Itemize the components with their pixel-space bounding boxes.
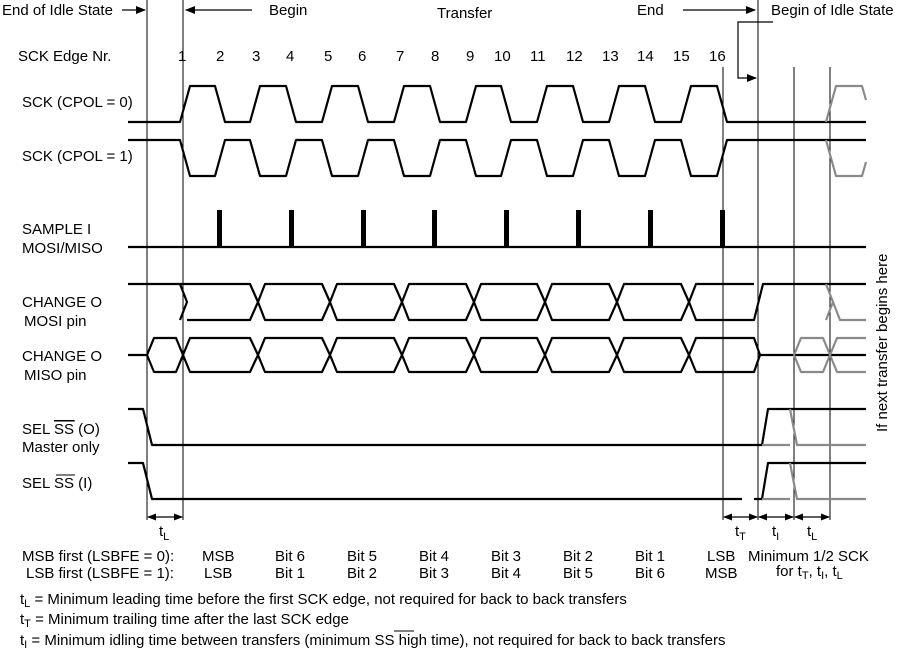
sck-cpol0-waveform — [128, 84, 866, 124]
svg-text:Bit 5: Bit 5 — [563, 565, 593, 582]
svg-text:15: 15 — [673, 48, 690, 65]
svg-text:LSB first (LSBFE = 1):: LSB first (LSBFE = 1): — [26, 565, 174, 582]
svg-text:tL: tL — [807, 523, 817, 543]
svg-text:MSB: MSB — [705, 565, 738, 582]
svg-text:tT: tT — [735, 523, 746, 543]
svg-text:9: 9 — [466, 48, 474, 65]
edge-numbers: 1 2 3 4 5 6 7 8 9 10 11 12 13 14 15 16 — [178, 48, 726, 65]
next-transfer-note: If next transfer begins here — [874, 254, 891, 432]
timing-tI: tI — [758, 513, 794, 543]
svg-text:12: 12 — [566, 48, 583, 65]
svg-text:2: 2 — [216, 48, 224, 65]
begin-idle-label: Begin of Idle State — [771, 2, 894, 19]
end-idle-label: End of Idle State — [2, 2, 113, 19]
mosi-next — [824, 283, 866, 322]
edge-row-label: SCK Edge Nr. — [18, 48, 111, 65]
sck-cpol1-next — [824, 139, 868, 178]
svg-text:8: 8 — [431, 48, 439, 65]
sample-label-1: SAMPLE I — [22, 221, 91, 238]
svg-text:13: 13 — [602, 48, 619, 65]
svg-text:LSB: LSB — [204, 565, 232, 582]
miso-label-1: CHANGE O — [22, 348, 102, 365]
sck-cpol1-waveform — [128, 138, 866, 178]
svg-text:1: 1 — [178, 48, 186, 65]
svg-text:Bit 3: Bit 3 — [419, 565, 449, 582]
svg-text:3: 3 — [252, 48, 260, 65]
miso-label-2: MISO pin — [24, 367, 87, 384]
svg-text:Bit 1: Bit 1 — [275, 565, 305, 582]
idle-bent-arrow — [737, 21, 773, 82]
svg-text:Bit 2: Bit 2 — [347, 565, 377, 582]
ss-o-label-2: Master only — [22, 439, 100, 456]
ss-i-waveform — [128, 461, 866, 501]
svg-text:5: 5 — [324, 48, 332, 65]
sck-cpol1-label: SCK (CPOL = 1) — [22, 148, 133, 165]
svg-text:Bit 5: Bit 5 — [347, 548, 377, 565]
sample-label-2: MOSI/MISO — [22, 240, 103, 257]
svg-text:Bit 6: Bit 6 — [635, 565, 665, 582]
begin-label: Begin — [269, 2, 307, 19]
svg-text:Bit 1: Bit 1 — [635, 548, 665, 565]
mosi-label-1: CHANGE O — [22, 294, 102, 311]
svg-text:tI = Minimum idling time betwe: tI = Minimum idling time between transfe… — [20, 632, 725, 651]
svg-text:Minimum 1/2 SCK: Minimum 1/2 SCK — [748, 548, 869, 565]
bit-order-table: MSB first (LSBFE = 0): LSB first (LSBFE … — [22, 548, 869, 582]
reference-lines — [146, 0, 831, 520]
svg-text:16: 16 — [709, 48, 726, 65]
ss-o-waveform — [128, 407, 866, 447]
svg-text:MSB first (LSBFE = 0):: MSB first (LSBFE = 0): — [22, 548, 174, 565]
svg-text:11: 11 — [530, 48, 546, 65]
svg-text:6: 6 — [358, 48, 366, 65]
svg-text:tL = Minimum leading time befo: tL = Minimum leading time before the fir… — [20, 591, 627, 610]
svg-text:for tT, tI, tL: for tT, tI, tL — [776, 563, 843, 582]
timing-tL-next: tL — [794, 513, 830, 543]
ss-o-label-1: SEL SS (O) — [22, 421, 100, 438]
svg-text:14: 14 — [637, 48, 654, 65]
ss-o-next — [762, 408, 866, 447]
svg-text:Bit 4: Bit 4 — [419, 548, 449, 565]
timing-legend: tL = Minimum leading time before the fir… — [20, 591, 725, 651]
transfer-label: Transfer — [437, 5, 492, 22]
svg-text:7: 7 — [396, 48, 404, 65]
timing-tL-first: tL — [147, 513, 183, 543]
sck-cpol0-next — [824, 84, 868, 123]
timing-tT: tT — [723, 513, 758, 543]
svg-text:Bit 3: Bit 3 — [491, 548, 521, 565]
sample-waveform — [128, 210, 866, 249]
svg-text:4: 4 — [286, 48, 294, 65]
mosi-label-2: MOSI pin — [24, 313, 87, 330]
ss-i-next — [762, 462, 866, 501]
svg-text:tT = Minimum trailing time aft: tT = Minimum trailing time after the las… — [20, 611, 349, 630]
ss-i-label: SEL SS (I) — [22, 475, 92, 492]
miso-next — [792, 336, 866, 374]
end-label: End — [637, 2, 664, 19]
svg-text:MSB: MSB — [202, 548, 235, 565]
svg-text:Bit 4: Bit 4 — [491, 565, 521, 582]
svg-text:tL: tL — [159, 523, 169, 543]
svg-text:Bit 6: Bit 6 — [275, 548, 305, 565]
svg-text:tI: tI — [772, 523, 779, 543]
miso-waveform — [128, 336, 866, 374]
mosi-waveform — [128, 282, 866, 322]
sck-cpol0-label: SCK (CPOL = 0) — [22, 94, 133, 111]
svg-text:Bit 2: Bit 2 — [563, 548, 593, 565]
svg-text:LSB: LSB — [707, 548, 735, 565]
svg-text:10: 10 — [494, 48, 511, 65]
